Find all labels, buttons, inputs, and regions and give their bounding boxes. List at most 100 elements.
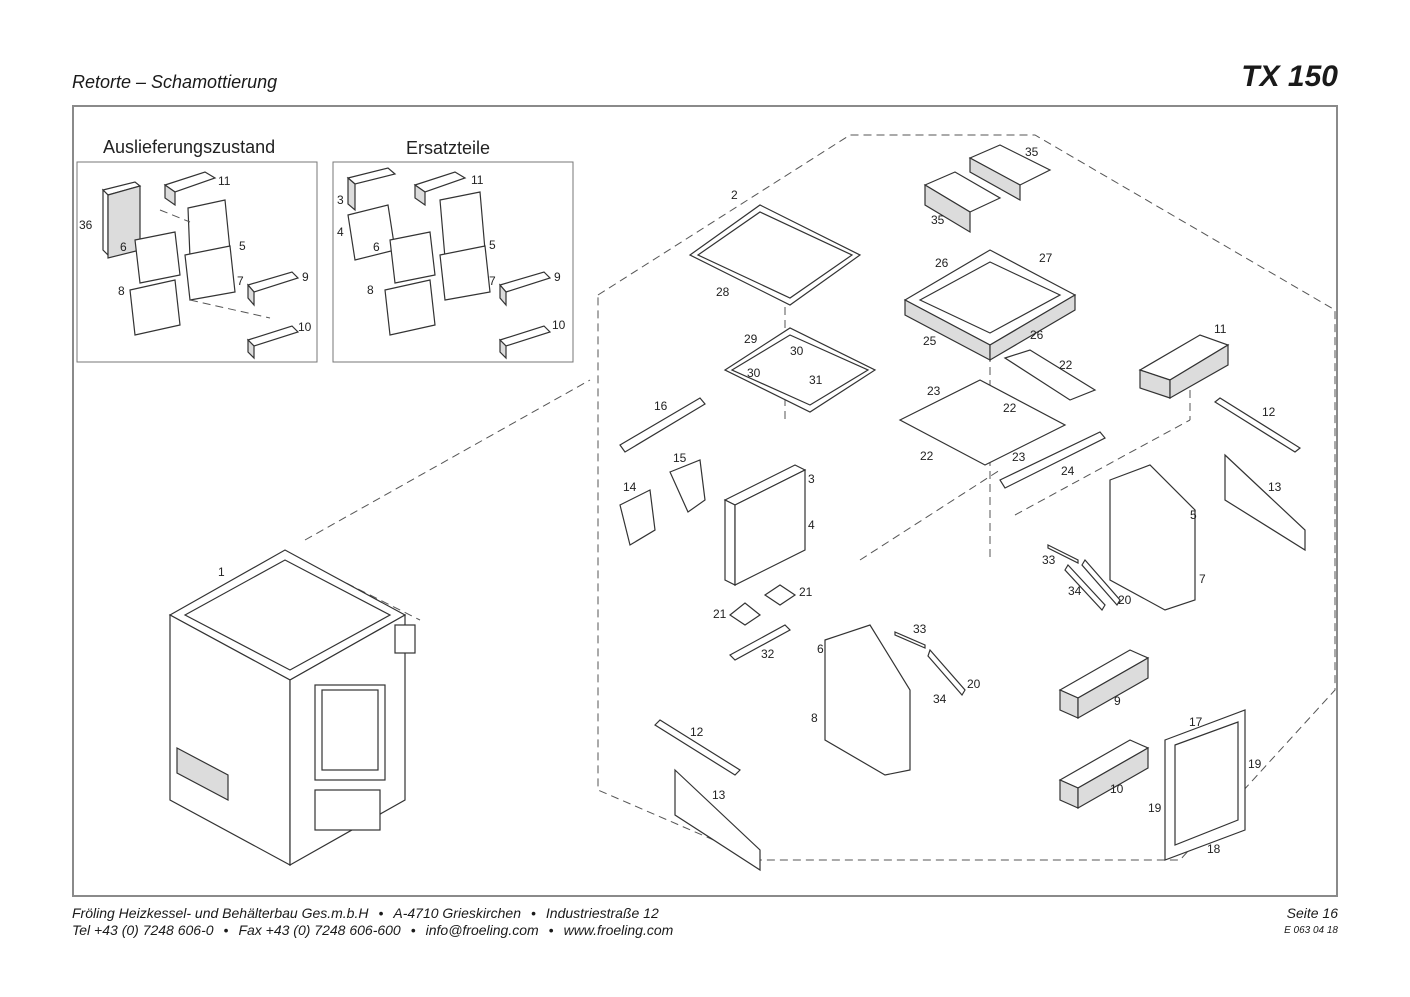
label-22-a: 22 [1059, 358, 1073, 372]
label-9: 9 [1114, 694, 1121, 708]
footer-street: Industriestraße 12 [545, 905, 659, 921]
label-33-right: 33 [1042, 553, 1056, 567]
label-18: 18 [1207, 842, 1221, 856]
part-25-27 [903, 249, 1077, 362]
label-25: 25 [923, 334, 937, 348]
plate-24 [999, 431, 1106, 489]
label-20-right: 20 [1118, 593, 1132, 607]
label-22-c: 22 [920, 449, 934, 463]
label-22-b: 22 [1003, 401, 1017, 415]
label-30-a: 30 [790, 344, 804, 358]
label-3: 3 [808, 472, 815, 486]
part-14 [619, 489, 656, 546]
label-5: 5 [1190, 508, 1197, 522]
label-35-b: 35 [931, 213, 945, 227]
label-6-inset-a: 6 [120, 240, 127, 254]
page-number: Seite 16 [1286, 905, 1338, 921]
footer-company: Fröling Heizkessel- und Behälterbau Ges.… [72, 905, 369, 921]
label-23-b: 23 [1012, 450, 1026, 464]
part-21b [763, 584, 797, 606]
label-11: 11 [1214, 322, 1227, 336]
label-6: 6 [817, 642, 824, 656]
footer-web: www.froeling.com [563, 922, 674, 938]
label-19-right: 19 [1248, 757, 1262, 771]
label-4: 4 [808, 518, 815, 532]
label-7-inset-b: 7 [489, 274, 496, 288]
part-3-4 [723, 464, 807, 586]
label-34-right: 34 [1068, 584, 1082, 598]
section-spares-title: Ersatzteile [406, 138, 490, 158]
drawing-frame [72, 105, 1338, 897]
label-2: 2 [731, 188, 738, 202]
footer-city: A-4710 Grieskirchen [393, 905, 521, 921]
part-12-right [1213, 397, 1302, 453]
label-9-inset-a: 9 [302, 270, 309, 284]
part-5-7 [1109, 464, 1196, 611]
label-32: 32 [761, 647, 775, 661]
label-35-a: 35 [1025, 145, 1039, 159]
label-13-right: 13 [1268, 480, 1282, 494]
label-30-b: 30 [747, 366, 761, 380]
label-7: 7 [1199, 572, 1206, 586]
label-27: 27 [1039, 251, 1053, 265]
part-20-right [1081, 558, 1121, 607]
label-13-left: 13 [712, 788, 726, 802]
label-17: 17 [1189, 715, 1203, 729]
label-31: 31 [809, 373, 823, 387]
label-5-inset-a: 5 [239, 239, 246, 253]
label-10: 10 [1110, 782, 1124, 796]
part-13-left [674, 768, 761, 872]
label-8-inset-b: 8 [367, 283, 374, 297]
boiler-body [168, 549, 416, 867]
label-33-left: 33 [913, 622, 927, 636]
label-7-inset-a: 7 [237, 274, 244, 288]
label-5-inset-b: 5 [489, 238, 496, 252]
part-34-right [1064, 564, 1106, 611]
label-21-right: 21 [799, 585, 813, 599]
footer-line-1: Fröling Heizkessel- und Behälterbau Ges.… [72, 905, 659, 921]
label-26-a: 26 [935, 256, 949, 270]
section-delivery-title: Auslieferungszustand [103, 137, 275, 157]
label-12-left: 12 [690, 725, 704, 739]
footer-tel: Tel +43 (0) 7248 606-0 [72, 922, 214, 938]
label-11-inset-a: 11 [218, 174, 231, 188]
part-34 [927, 648, 966, 697]
part-32 [729, 624, 791, 661]
label-23-a: 23 [927, 384, 941, 398]
part-33-right [1047, 544, 1079, 564]
label-21-left: 21 [713, 607, 727, 621]
document-code: E 063 04 18 [1284, 925, 1338, 936]
label-4-inset: 4 [337, 225, 344, 239]
label-28: 28 [716, 285, 730, 299]
part-labels: 1 2 3 3 4 4 5 5 5 6 6 6 7 7 7 8 8 8 9 9 … [79, 145, 1282, 856]
model-name: TX 150 [1241, 60, 1338, 93]
label-1: 1 [218, 565, 225, 579]
part-6-8 [824, 624, 911, 776]
part-16 [619, 397, 706, 453]
label-6-inset-b: 6 [373, 240, 380, 254]
footer-line-2: Tel +43 (0) 7248 606-0•Fax +43 (0) 7248 … [72, 922, 674, 938]
part-33 [894, 631, 926, 649]
label-8-inset-a: 8 [118, 284, 125, 298]
footer-email: info@froeling.com [425, 922, 539, 938]
page-title: Retorte – Schamottierung [72, 72, 278, 92]
part-15 [669, 459, 706, 513]
label-36: 36 [79, 218, 93, 232]
label-20-left: 20 [967, 677, 981, 691]
label-9-inset-b: 9 [554, 270, 561, 284]
label-8: 8 [811, 711, 818, 725]
label-10-inset-b: 10 [552, 318, 566, 332]
assembly-envelope [597, 134, 1336, 861]
label-10-inset-a: 10 [298, 320, 312, 334]
label-3-inset: 3 [337, 193, 344, 207]
plates-22-23 [898, 379, 1067, 466]
delivery-inset-box [76, 161, 318, 363]
label-11-inset-b: 11 [471, 173, 484, 187]
label-24: 24 [1061, 464, 1075, 478]
delivery-parts [101, 171, 300, 360]
label-34-left: 34 [933, 692, 947, 706]
label-16: 16 [654, 399, 668, 413]
spares-inset-box [332, 161, 574, 363]
part-12-left [654, 719, 741, 776]
